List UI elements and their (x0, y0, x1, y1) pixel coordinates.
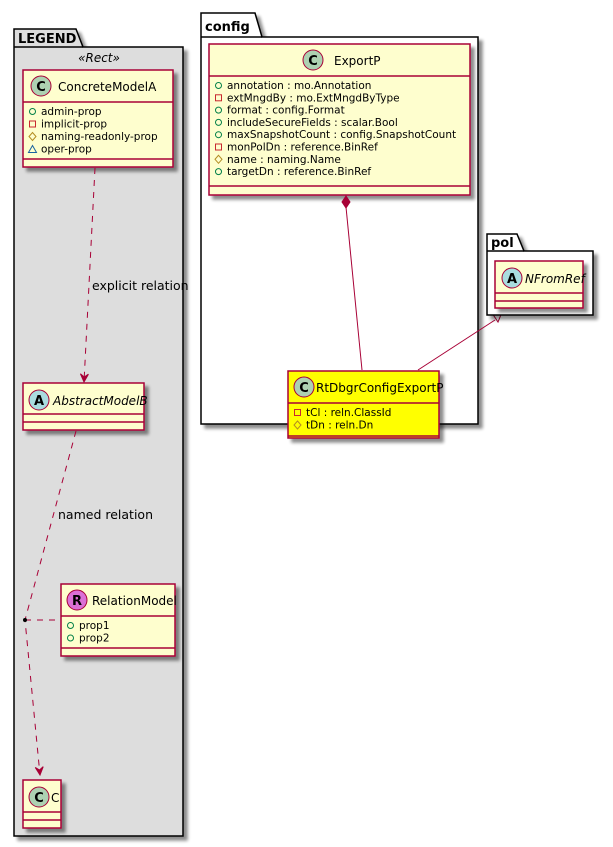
attribute-text: includeSecureFields : scalar.Bool (227, 117, 398, 129)
attribute-text: targetDn : reference.BinRef (227, 166, 371, 178)
spot-letter: C (34, 791, 44, 806)
public-visibility-icon (67, 622, 74, 629)
class-export-p[interactable]: C ExportP annotation : mo.AnnotationextM… (208, 43, 471, 196)
class-name: AbstractModelB (52, 394, 148, 408)
relation-explicit[interactable]: explicit relation (79, 167, 189, 384)
attribute-text: tDn : reln.Dn (306, 420, 373, 432)
legend-package-title: LEGEND (18, 32, 77, 47)
spot-letter: A (507, 272, 517, 287)
package-visibility-icon (27, 144, 38, 153)
class-name: RelationModel (92, 594, 177, 608)
attribute-text: implicit-prop (41, 119, 107, 131)
class-spot-icon (302, 49, 324, 71)
protected-visibility-icon (28, 131, 37, 142)
private-visibility-icon (294, 409, 301, 416)
attribute-text: monPolDn : reference.BinRef (227, 142, 378, 154)
composition-line (345, 206, 363, 371)
spot-letter: R (72, 594, 82, 609)
attribute-text: admin-prop (41, 106, 102, 118)
class-name: ConcreteModelA (58, 80, 157, 94)
class-c[interactable]: C C (22, 779, 62, 829)
private-visibility-icon (215, 143, 222, 151)
protected-visibility-icon (293, 420, 302, 430)
pol-package-title: pol (491, 236, 514, 251)
public-visibility-icon (215, 82, 222, 89)
class-box (208, 43, 471, 196)
relation-label: named relation (58, 507, 153, 522)
class-name: C (51, 791, 59, 805)
public-visibility-icon (67, 634, 74, 642)
private-visibility-icon (215, 94, 222, 102)
spot-letter: C (299, 381, 309, 396)
class-concrete-model-a[interactable]: C ConcreteModelA admin-propimplicit-prop… (22, 69, 174, 168)
class-name: ExportP (334, 54, 381, 68)
attribute-text: annotation : mo.Annotation (227, 80, 371, 92)
class-name: RtDbgrConfigExportP (316, 381, 443, 395)
public-visibility-icon (215, 131, 222, 139)
inheritance-line (417, 319, 496, 371)
attribute-text: tCl : reln.ClassId (306, 407, 391, 419)
public-visibility-icon (29, 108, 36, 115)
attribute-text: format : config.Format (227, 105, 345, 117)
class-nfromref[interactable]: A NFromRef (494, 260, 587, 309)
class-spot-icon (30, 75, 52, 97)
class-spot-icon (293, 376, 315, 398)
class-name: NFromRef (525, 272, 587, 286)
attribute-text: maxSnapshotCount : config.SnapshotCount (227, 129, 456, 141)
class-abstract-model-b[interactable]: A AbstractModelB (22, 382, 148, 431)
spot-letter: C (308, 54, 318, 69)
abstract-spot-icon (501, 267, 523, 289)
public-visibility-icon (215, 106, 222, 114)
composition-diamond-icon (341, 195, 351, 209)
spot-letter: A (34, 394, 44, 409)
abstract-spot-icon (28, 389, 50, 411)
class-rtdbgr-config-export-p[interactable]: C RtDbgrConfigExportP tCl : reln.ClassId… (287, 370, 443, 439)
relation-label: explicit relation (92, 278, 189, 293)
public-visibility-icon (215, 168, 222, 176)
attribute-text: naming-readonly-prop (41, 131, 158, 143)
legend-stereotype: «Rect» (78, 51, 120, 65)
relation-spot-icon (66, 589, 88, 611)
private-visibility-icon (29, 120, 36, 128)
spot-letter: C (36, 80, 46, 95)
attribute-text: oper-prop (41, 144, 92, 156)
attribute-text: extMngdBy : mo.ExtMngdByType (227, 92, 400, 104)
class-box (22, 69, 174, 168)
protected-visibility-icon (214, 154, 223, 165)
relation-named[interactable]: named relation (23, 430, 153, 777)
config-package-title: config (205, 20, 250, 35)
attribute-text: prop1 (79, 620, 110, 632)
public-visibility-icon (215, 118, 222, 126)
attribute-text: prop2 (79, 633, 110, 645)
attribute-text: name : naming.Name (227, 154, 341, 166)
attribute-list: admin-propimplicit-propnaming-readonly-p… (27, 106, 158, 156)
relation-composition[interactable] (341, 195, 363, 371)
junction-dot (23, 618, 27, 622)
class-spot-icon (28, 786, 50, 808)
